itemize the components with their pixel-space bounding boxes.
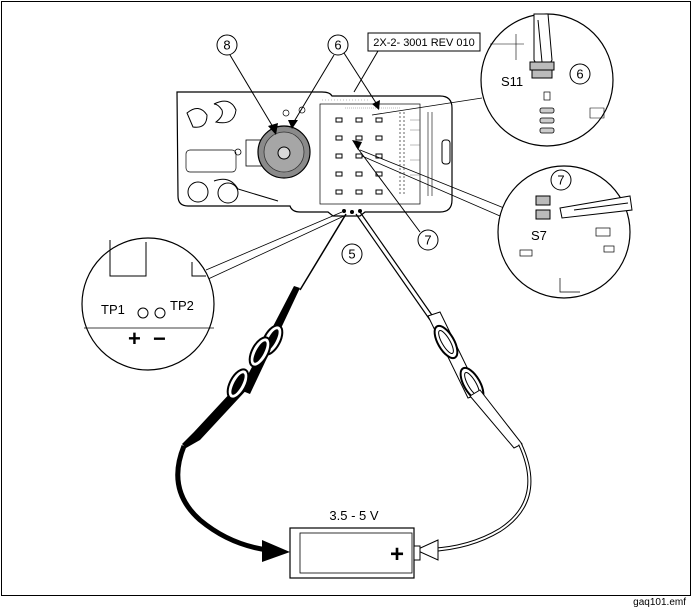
s7-label: S7: [531, 228, 547, 243]
tp2-label: TP2: [170, 298, 194, 313]
svg-text:8: 8: [223, 38, 230, 53]
tp1-label: TP1: [101, 302, 125, 317]
callout-5: 5: [341, 243, 363, 265]
battery-voltage-label: 3.5 - 5 V: [329, 508, 378, 523]
minus-sign: −: [153, 326, 166, 351]
svg-text:6: 6: [576, 67, 583, 82]
battery-plus-sign: +: [390, 541, 404, 568]
svg-text:7: 7: [424, 233, 431, 248]
plus-sign: +: [128, 326, 141, 351]
svg-text:2X-2- 3001 REV 010: 2X-2- 3001 REV 010: [373, 37, 475, 49]
zoom-s11: S11 6: [371, 13, 614, 147]
revision-label: 2X-2- 3001 REV 010: [353, 32, 481, 93]
tp2-pad: [154, 307, 166, 319]
tp1-pad: [137, 307, 149, 319]
callout-8: 8: [216, 34, 278, 135]
black-probe: [175, 213, 347, 562]
callout-6-main: 6: [288, 34, 380, 129]
svg-text:7: 7: [557, 173, 564, 188]
figure-frame: [1, 1, 691, 596]
callout-7-main: 7: [352, 140, 439, 251]
figure-filename: gaq101.emf: [633, 597, 686, 608]
svg-text:6: 6: [334, 38, 341, 53]
svg-text:5: 5: [348, 247, 355, 262]
s11-label: S11: [501, 74, 523, 89]
pcb-board: [176, 91, 453, 217]
white-probe: [355, 211, 532, 561]
battery: 3.5 - 5 V +: [289, 508, 421, 579]
zoom-test-points: TP1 TP2 + −: [81, 211, 345, 371]
zoom-s7: S7 7: [359, 149, 633, 299]
